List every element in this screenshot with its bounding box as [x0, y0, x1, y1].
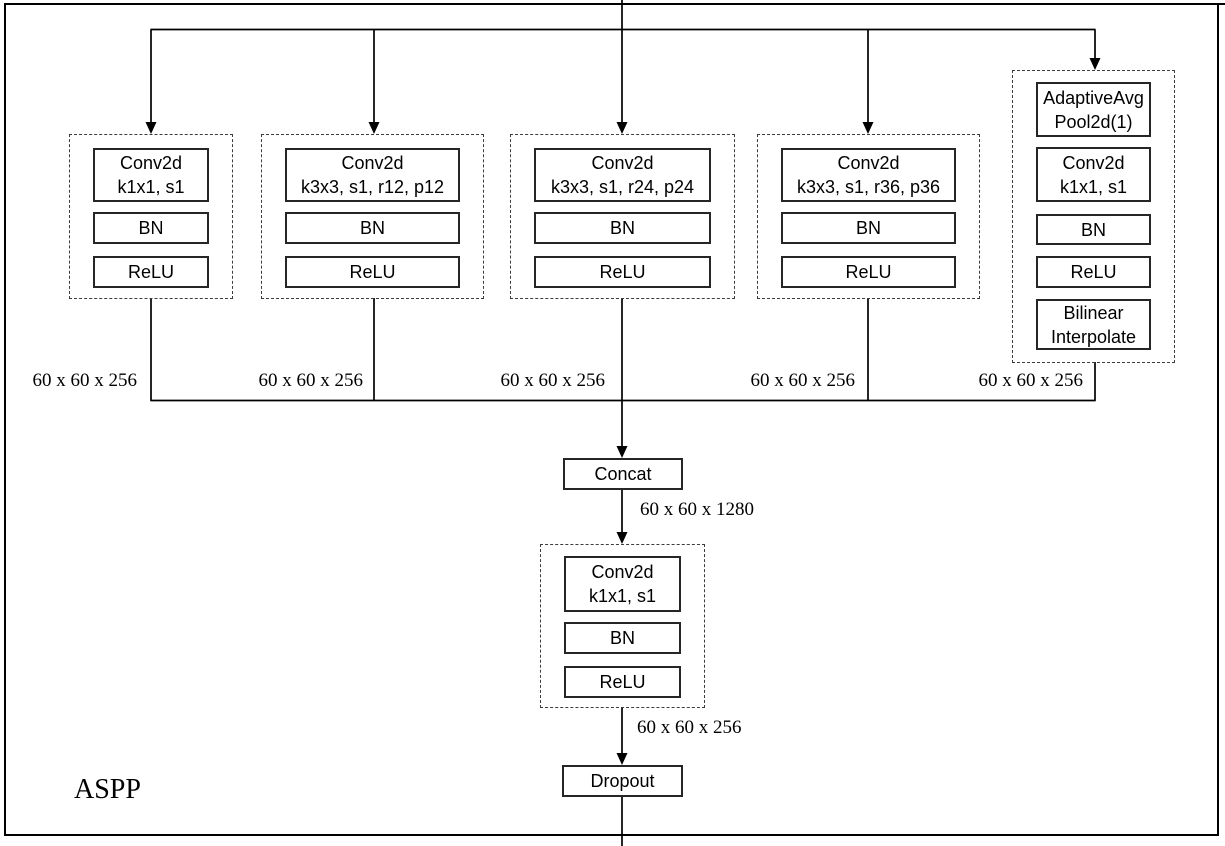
concat-input-arrowhead — [616, 446, 628, 458]
aspp-branch-4: Conv2d k3x3, s1, r36, p36 BN ReLU — [757, 134, 980, 299]
branch-5-input-arrowhead — [1089, 58, 1101, 70]
branch-5-conv2d-box: Conv2d k1x1, s1 — [1036, 147, 1151, 202]
aspp-boundary-box — [4, 3, 1219, 836]
branch-2-relu-box: ReLU — [285, 256, 460, 288]
branch-1-relu-box: ReLU — [93, 256, 209, 288]
branch-5-adaptive-avg-pool-box: AdaptiveAvg Pool2d(1) — [1036, 82, 1151, 137]
branch-3-conv2d-box: Conv2d k3x3, s1, r24, p24 — [534, 148, 711, 202]
branch-5-bilinear-interpolate-box: Bilinear Interpolate — [1036, 299, 1151, 350]
projection-output-dim-label: 60 x 60 x 256 — [637, 717, 742, 738]
aspp-branch-5: AdaptiveAvg Pool2d(1) Conv2d k1x1, s1 BN… — [1012, 70, 1175, 363]
branch-3-bn-box: BN — [534, 212, 711, 244]
branch-4-relu-box: ReLU — [781, 256, 956, 288]
aspp-title: ASPP — [74, 774, 141, 805]
branch-4-conv2d-box: Conv2d k3x3, s1, r36, p36 — [781, 148, 956, 202]
projection-conv2d-box: Conv2d k1x1, s1 — [564, 556, 681, 612]
branch-4-input-arrowhead — [862, 122, 874, 134]
branch-2-output-dim-label: 60 x 60 x 256 — [258, 370, 364, 391]
branch-5-bn-box: BN — [1036, 214, 1151, 245]
branch-4-bn-box: BN — [781, 212, 956, 244]
branch-2-input-arrowhead — [368, 122, 380, 134]
branch-5-relu-box: ReLU — [1036, 256, 1151, 288]
aspp-branch-3: Conv2d k3x3, s1, r24, p24 BN ReLU — [510, 134, 735, 299]
aspp-branch-2: Conv2d k3x3, s1, r12, p12 BN ReLU — [261, 134, 484, 299]
projection-relu-box: ReLU — [564, 666, 681, 698]
branch-1-bn-box: BN — [93, 212, 209, 244]
branch-4-output-dim-label: 60 x 60 x 256 — [750, 370, 856, 391]
branch-3-relu-box: ReLU — [534, 256, 711, 288]
branch-1-conv2d-box: Conv2d k1x1, s1 — [93, 148, 209, 202]
dropout-input-arrowhead — [616, 753, 628, 765]
branch-1-input-arrowhead — [145, 122, 157, 134]
projection-bn-box: BN — [564, 622, 681, 654]
dropout-box: Dropout — [562, 765, 683, 797]
branch-2-bn-box: BN — [285, 212, 460, 244]
branch-3-output-dim-label: 60 x 60 x 256 — [500, 370, 606, 391]
branch-2-conv2d-box: Conv2d k3x3, s1, r12, p12 — [285, 148, 460, 202]
aspp-branch-1: Conv2d k1x1, s1 BN ReLU — [69, 134, 233, 299]
branch-3-input-arrowhead — [616, 122, 628, 134]
concat-output-dim-label: 60 x 60 x 1280 — [640, 499, 754, 520]
concat-box: Concat — [563, 458, 683, 490]
branch-1-output-dim-label: 60 x 60 x 256 — [32, 370, 138, 391]
branch-5-output-dim-label: 60 x 60 x 256 — [978, 370, 1084, 391]
projection-block: Conv2d k1x1, s1 BN ReLU — [540, 544, 705, 708]
projection-input-arrowhead — [616, 532, 628, 544]
